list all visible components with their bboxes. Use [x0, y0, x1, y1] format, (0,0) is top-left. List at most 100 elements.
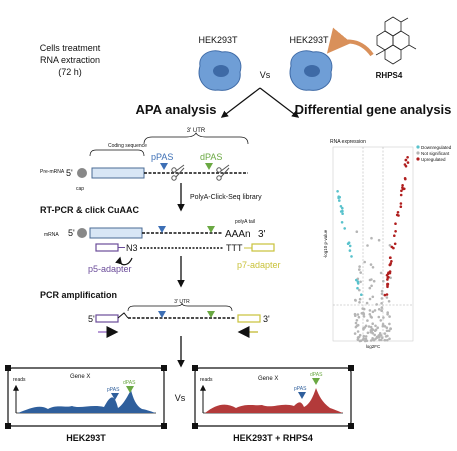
volcano-point-up — [394, 222, 397, 225]
volcano-point-up — [396, 211, 400, 214]
volcano-point-ns — [362, 315, 366, 318]
coding-sequence-label: Coding sequence — [108, 143, 147, 149]
track-right-gene: Gene X — [258, 376, 278, 382]
volcano-point-ns — [358, 268, 361, 271]
legend-swatch-ns — [416, 151, 420, 155]
track-right-caption: HEK293T + RHPS4 — [233, 433, 313, 443]
volcano-point-ns — [358, 301, 361, 304]
pcr-utr-brace — [127, 302, 233, 312]
volcano-point-ns — [355, 319, 359, 322]
volcano-point-ns — [358, 288, 361, 292]
volcano-point-ns — [368, 297, 372, 301]
n3-label: N3 — [126, 243, 138, 253]
volcano-point-up — [403, 187, 406, 191]
pcr-dpas-marker — [207, 311, 215, 318]
pcr-linker — [117, 312, 129, 319]
cds-box — [91, 167, 145, 179]
pcr-utr-label: 3' UTR — [174, 299, 190, 305]
volcano-point-up — [399, 193, 403, 197]
p7-adapter-box — [251, 243, 275, 252]
volcano-point-ns — [380, 297, 384, 300]
volcano-point-down — [350, 255, 353, 258]
volcano-point-ns — [371, 295, 375, 299]
cell-icon-control — [198, 50, 242, 91]
volcano-point-down — [336, 190, 339, 193]
volcano-point-ns — [353, 332, 357, 335]
legend-ns: Not significant — [421, 151, 450, 156]
volcano-point-ns — [355, 324, 359, 328]
track-left-dpas: dPAS — [123, 380, 136, 386]
cell-icon-treated — [289, 50, 333, 91]
treatment-text-2: RNA extraction — [40, 55, 100, 65]
volcano-point-ns — [373, 333, 377, 337]
track-panel-treated — [192, 365, 354, 429]
volcano-point-ns — [358, 297, 362, 301]
volcano-point-up — [386, 272, 390, 276]
volcano-point-ns — [380, 302, 383, 305]
volcano-point-ns — [370, 330, 374, 334]
arrow-to-apa — [220, 87, 261, 118]
volcano-point-ns — [388, 244, 392, 247]
volcano-point-ns — [373, 309, 377, 312]
volcano-point-ns — [380, 309, 384, 313]
volcano-point-down — [337, 195, 341, 198]
volcano-point-ns — [363, 260, 367, 264]
rhps4-structure-icon — [375, 16, 417, 65]
volcano-point-ns — [379, 338, 383, 342]
volcano-point-ns — [386, 338, 389, 342]
volcano-point-down — [341, 212, 344, 215]
volcano-plot: RNA expression Downregulated Not signifi… — [323, 139, 452, 349]
ppas-marker — [160, 163, 168, 170]
volcano-point-ns — [359, 271, 363, 274]
volcano-point-ns — [384, 335, 388, 338]
volcano-point-ns — [378, 332, 382, 335]
volcano-point-ns — [385, 326, 389, 330]
track-left-ylabel: reads — [13, 377, 26, 383]
volcano-point-ns — [377, 238, 381, 242]
mrna-label: mRNA — [44, 232, 59, 238]
volcano-point-ns — [362, 327, 365, 331]
ttt-label: TTT — [226, 243, 243, 253]
volcano-point-ns — [367, 325, 371, 328]
volcano-point-ns — [354, 321, 358, 325]
volcano-point-up — [404, 158, 408, 162]
volcano-point-ns — [374, 328, 378, 332]
volcano-points — [336, 156, 410, 343]
volcano-point-ns — [356, 313, 360, 316]
volcano-point-ns — [389, 276, 392, 280]
volcano-point-ns — [381, 322, 385, 326]
volcano-point-ns — [359, 339, 363, 343]
volcano-point-down — [343, 227, 347, 230]
volcano-point-ns — [380, 289, 384, 293]
volcano-point-ns — [387, 329, 391, 333]
volcano-ylabel: -log10 p-value — [323, 229, 328, 258]
volcano-point-down — [356, 282, 360, 285]
volcano-point-ns — [385, 296, 389, 299]
volcano-point-ns — [370, 284, 373, 288]
volcano-point-ns — [379, 334, 383, 337]
drug-label: RHPS4 — [376, 71, 403, 80]
legend-down: Downregulated — [421, 145, 452, 150]
volcano-point-down — [355, 278, 358, 282]
volcano-point-ns — [369, 325, 373, 329]
vs-header: Vs — [260, 70, 271, 80]
volcano-point-ns — [377, 334, 381, 337]
ppas-label: pPAS — [151, 152, 173, 162]
p5-adapter-box — [95, 243, 119, 252]
volcano-point-up — [390, 245, 394, 249]
volcano-point-ns — [368, 278, 372, 282]
volcano-point-ns — [356, 338, 360, 341]
volcano-point-down — [360, 293, 363, 297]
track-right-ppas: pPAS — [294, 386, 307, 392]
pcr-title: PCR amplification — [40, 290, 117, 300]
three-prime-mrna: 3' — [258, 229, 266, 240]
volcano-point-ns — [366, 319, 369, 322]
aaa-label: AAAn — [225, 229, 251, 240]
coverage-control — [18, 390, 156, 413]
volcano-point-ns — [363, 339, 367, 343]
track-right-dpas: dPAS — [310, 372, 323, 378]
legend-swatch-down — [416, 145, 420, 149]
volcano-point-ns — [379, 271, 383, 275]
